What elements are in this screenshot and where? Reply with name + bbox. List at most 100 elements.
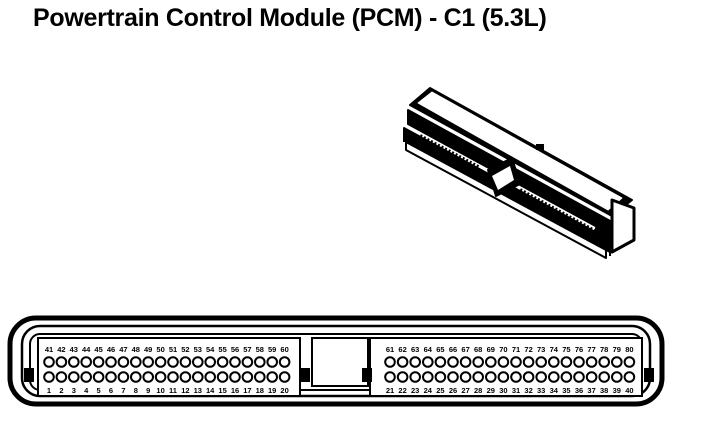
pin-cavity xyxy=(142,356,154,368)
right-pin-label: 67 xyxy=(461,345,469,354)
right-latch-tab xyxy=(644,368,654,382)
pin-cavity xyxy=(142,371,154,383)
left-pin-label: 41 xyxy=(45,345,53,354)
right-pin-label: 78 xyxy=(600,345,608,354)
right-pin-label: 79 xyxy=(613,345,621,354)
pin-cavity xyxy=(167,371,179,383)
pin-cavity xyxy=(92,356,105,368)
left-pin-label: 11 xyxy=(169,386,177,395)
pin-cavity xyxy=(80,371,92,383)
pin-cavity xyxy=(598,356,611,368)
pin-cavity xyxy=(68,356,80,368)
left-pin-label: 53 xyxy=(194,345,202,354)
right-pin-label: 68 xyxy=(474,345,482,354)
pin-cavity xyxy=(117,356,130,368)
center-right-latch-tab xyxy=(362,368,372,382)
pin-cavity xyxy=(396,356,409,368)
right-pin-label: 28 xyxy=(474,386,482,395)
pin-cavity xyxy=(409,371,422,383)
right-pin-label: 35 xyxy=(562,386,570,395)
pin-cavity xyxy=(548,356,560,368)
pin-cavity xyxy=(130,371,142,383)
left-pin-label: 60 xyxy=(280,345,288,354)
left-pin-label: 20 xyxy=(280,386,288,395)
pin-cavity xyxy=(434,371,447,383)
right-pin-label: 70 xyxy=(499,345,507,354)
pin-cavity xyxy=(43,356,55,368)
right-pin-label: 30 xyxy=(499,386,507,395)
pin-cavity xyxy=(167,356,179,368)
right-pin-label: 32 xyxy=(524,386,532,395)
pin-cavity xyxy=(179,356,192,368)
right-pin-label: 25 xyxy=(436,386,444,395)
left-latch-tab xyxy=(24,368,34,382)
center-key xyxy=(311,337,369,387)
pin-cavity xyxy=(278,356,291,368)
pin-cavity xyxy=(522,356,535,368)
pin-cavity xyxy=(241,356,254,368)
pin-cavity xyxy=(154,371,167,383)
pin-cavity xyxy=(396,371,409,383)
left-pin-label: 59 xyxy=(268,345,276,354)
left-pin-label: 42 xyxy=(57,345,65,354)
pin-cavity xyxy=(105,371,117,383)
right-pin-label: 75 xyxy=(562,345,570,354)
pin-cavity xyxy=(510,371,522,383)
pin-cavity xyxy=(611,371,623,383)
pin-cavity xyxy=(422,371,434,383)
left-pin-label: 9 xyxy=(146,386,150,395)
pin-cavity xyxy=(154,356,167,368)
left-pin-label: 14 xyxy=(206,386,215,395)
left-pin-label: 55 xyxy=(218,345,226,354)
pin-cavity xyxy=(585,356,598,368)
right-pin-label: 66 xyxy=(449,345,457,354)
left-pin-label: 56 xyxy=(231,345,239,354)
left-pin-label: 2 xyxy=(59,386,63,395)
left-pin-label: 7 xyxy=(121,386,125,395)
right-pin-label: 80 xyxy=(625,345,633,354)
left-pin-label: 6 xyxy=(109,386,113,395)
pin-cavity xyxy=(522,371,535,383)
left-pin-label: 54 xyxy=(206,345,215,354)
left-pin-block xyxy=(37,337,301,397)
right-pin-label: 71 xyxy=(512,345,520,354)
pin-cavity xyxy=(548,371,560,383)
right-pin-label: 65 xyxy=(436,345,444,354)
pin-cavity xyxy=(266,356,279,368)
right-pin-label: 73 xyxy=(537,345,545,354)
pin-cavity xyxy=(560,356,573,368)
left-pin-label: 46 xyxy=(107,345,115,354)
pin-cavity xyxy=(585,371,598,383)
right-pin-label: 72 xyxy=(524,345,532,354)
pin-cavity xyxy=(510,356,522,368)
pin-cavity xyxy=(192,371,204,383)
right-pin-label: 33 xyxy=(537,386,545,395)
right-pin-label: 21 xyxy=(386,386,394,395)
pin-cavity xyxy=(55,356,68,368)
left-pin-label: 58 xyxy=(256,345,264,354)
left-pin-label: 5 xyxy=(97,386,101,395)
pin-cavity xyxy=(472,371,485,383)
pin-cavity xyxy=(497,356,510,368)
pin-cavity xyxy=(459,371,472,383)
pin-cavity xyxy=(535,356,548,368)
left-pin-label: 13 xyxy=(194,386,202,395)
pin-cavity xyxy=(447,371,459,383)
right-pin-label: 29 xyxy=(487,386,495,395)
left-pin-label: 4 xyxy=(84,386,89,395)
left-pin-label: 45 xyxy=(94,345,102,354)
pin-cavity xyxy=(611,356,623,368)
pin-cavity xyxy=(623,356,636,368)
left-pin-label: 43 xyxy=(70,345,78,354)
right-pin-label: 34 xyxy=(550,386,559,395)
pin-cavity xyxy=(216,371,229,383)
pin-cavity xyxy=(229,356,241,368)
connector-isometric-illustration xyxy=(403,87,636,259)
right-pin-label: 23 xyxy=(411,386,419,395)
pin-cavity xyxy=(573,371,585,383)
pin-cavity xyxy=(422,356,434,368)
pin-cavity xyxy=(204,371,216,383)
pin-cavity xyxy=(409,356,422,368)
left-pin-label: 44 xyxy=(82,345,91,354)
